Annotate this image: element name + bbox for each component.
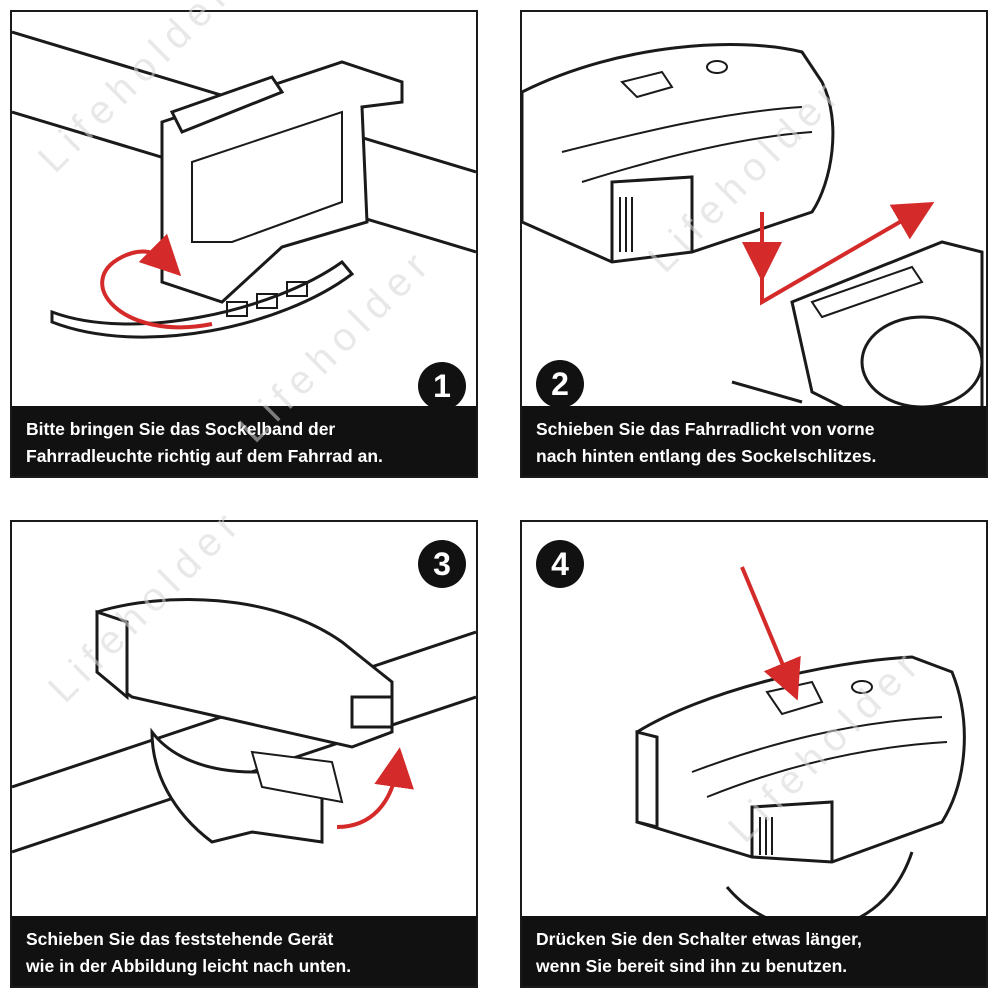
slide-light-illustration [522, 43, 984, 414]
step-number-badge: 2 [536, 360, 584, 408]
caption-line: Schieben Sie das feststehende Gerät [26, 929, 334, 949]
step-caption: Schieben Sie das feststehende Gerät wie … [12, 916, 476, 986]
caption-line: Drücken Sie den Schalter etwas länger, [536, 929, 862, 949]
step-caption: Drücken Sie den Schalter etwas länger, w… [522, 916, 986, 986]
step-3-panel: 3 Schieben Sie das feststehende Gerät wi… [10, 520, 478, 988]
step-caption: Schieben Sie das Fahrradlicht von vorne … [522, 406, 986, 476]
lock-light-illustration [12, 598, 476, 854]
caption-line: wie in der Abbildung leicht nach unten. [26, 956, 352, 976]
step-number-badge: 3 [418, 540, 466, 588]
step-1-panel: 1 Bitte bringen Sie das Sockelband der F… [10, 10, 478, 478]
mount-strap-illustration [12, 30, 476, 339]
step-caption: Bitte bringen Sie das Sockelband der Fah… [12, 406, 476, 476]
caption-line: Schieben Sie das Fahrradlicht von vorne [536, 419, 875, 439]
caption-line: Bitte bringen Sie das Sockelband der [26, 419, 336, 439]
press-switch-illustration [635, 566, 966, 931]
step-number-badge: 4 [536, 540, 584, 588]
caption-line: nach hinten entlang des Sockelschlitzes. [536, 446, 877, 466]
caption-line: wenn Sie bereit sind ihn zu benutzen. [536, 956, 848, 976]
step-2-panel: 2 Schieben Sie das Fahrradlicht von vorn… [520, 10, 988, 478]
step-4-panel: 4 Drücken Sie den Schalter etwas länger,… [520, 520, 988, 988]
step-number-badge: 1 [418, 362, 466, 410]
caption-line: Fahrradleuchte richtig auf dem Fahrrad a… [26, 446, 383, 466]
